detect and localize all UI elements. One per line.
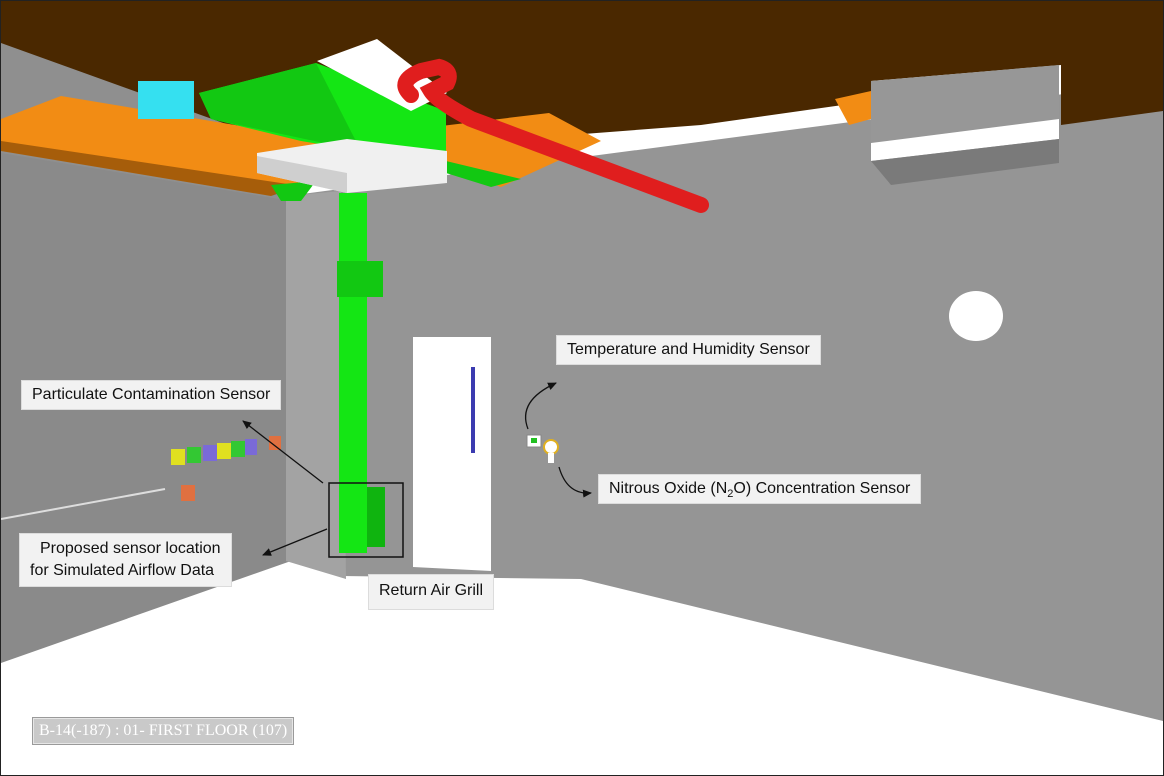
particulate-arrow	[242, 420, 324, 484]
particulate-sensor-segment	[187, 447, 201, 463]
nitrous-oxide-label-suffix: O) Concentration Sensor	[733, 480, 911, 497]
return-air-grill-face	[367, 487, 385, 547]
nitrous-oxide-label-prefix: Nitrous Oxide (N	[609, 480, 728, 497]
orange-duct-left-underside	[1, 141, 301, 196]
proposed-arrow	[262, 528, 328, 556]
wall-rail	[1, 488, 166, 520]
proposed-location-line1: Proposed sensor location	[40, 540, 221, 557]
red-pipe	[397, 58, 709, 213]
particulate-sensor-label: Particulate Contamination Sensor	[22, 381, 281, 409]
duct-fitting	[337, 261, 383, 297]
proposed-location-line2: for Simulated Airflow Data	[30, 562, 215, 579]
nitrous-oxide-label: Nitrous Oxide (N2O) Concentration Sensor	[599, 475, 921, 503]
nitrous-oxide-arrow	[558, 466, 592, 498]
proposed-sensor-marker	[181, 485, 195, 501]
orange-duct-far	[835, 91, 871, 125]
proposed-location-label: Proposed sensor location for Simulated A…	[20, 534, 231, 586]
nitrous-oxide-label-subscript: 2	[727, 488, 734, 501]
nitrous-oxide-sensor	[543, 439, 559, 455]
view-location-caption: B-14(-187) : 01- FIRST FLOOR (107)	[32, 717, 295, 745]
ceiling-unit-right-strip	[871, 119, 1059, 161]
return-grill-highlight-box	[328, 482, 404, 558]
ceiling-diffuser-side	[257, 156, 347, 193]
orange-duct-left	[1, 96, 331, 196]
particulate-sensor-segment	[245, 439, 257, 455]
temperature-arrow	[524, 382, 557, 430]
particulate-sensor-segment	[203, 445, 217, 461]
door	[413, 337, 491, 571]
cyan-pipe	[138, 81, 194, 119]
ceiling-unit-right-bottom	[871, 139, 1059, 185]
temperature-humidity-sensor-led	[531, 438, 537, 443]
particulate-sensor-segment	[217, 443, 231, 459]
temperature-humidity-label-text: Temperature and Humidity Sensor	[567, 341, 810, 358]
ceiling-unit-right	[871, 65, 1059, 143]
particulate-sensor-marker	[269, 436, 281, 450]
nitrous-oxide-sensor-stem	[548, 453, 554, 463]
particulate-sensor-segment	[231, 441, 245, 457]
back-wall	[287, 81, 1163, 721]
green-duct-right	[446, 161, 521, 187]
structural-column	[286, 191, 346, 579]
particulate-sensor-label-text: Particulate Contamination Sensor	[32, 386, 271, 403]
orange-duct-right	[441, 113, 601, 187]
return-air-grill-label: Return Air Grill	[369, 575, 494, 609]
ceiling-light	[949, 291, 1003, 341]
green-duct-under	[271, 181, 316, 201]
particulate-sensor-segment	[171, 449, 185, 465]
temperature-humidity-label: Temperature and Humidity Sensor	[557, 336, 820, 364]
green-duct-top-shade	[199, 63, 361, 151]
return-air-grill-label-text: Return Air Grill	[379, 582, 484, 599]
